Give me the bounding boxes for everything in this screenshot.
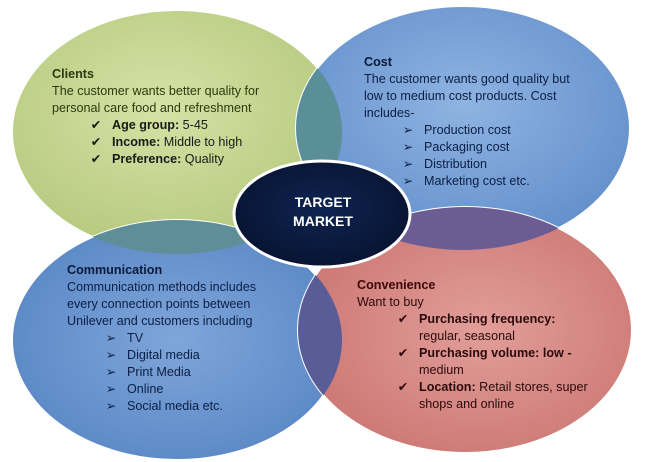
check-icon: ✔ <box>90 118 102 132</box>
center-line-2: MARKET <box>293 213 353 229</box>
communication-title: Communication <box>67 263 163 277</box>
clients-desc-line-1: The customer wants better quality for <box>52 84 260 98</box>
check-icon: ✔ <box>397 346 409 360</box>
arrow-bullet-icon: ➢ <box>402 174 414 188</box>
list-item: ✔Purchasing frequency:regular, seasonal <box>395 311 595 345</box>
cost-desc-line-2: low to medium cost products. Cost <box>364 89 557 103</box>
cost-desc-line-3: includes- <box>364 106 415 120</box>
arrow-bullet-icon: ➢ <box>402 157 414 171</box>
list-item: ➢Packaging cost <box>400 139 570 156</box>
convenience-block: Convenience Want to buy ✔Purchasing freq… <box>357 277 595 413</box>
cost-block: Cost The customer wants good quality but… <box>364 54 570 190</box>
clients-block: Clients The customer wants better qualit… <box>52 66 259 168</box>
convenience-list: ✔Purchasing frequency:regular, seasonal … <box>395 311 595 413</box>
arrow-bullet-icon: ➢ <box>402 140 414 154</box>
clients-title: Clients <box>52 67 94 81</box>
check-icon: ✔ <box>397 312 409 326</box>
arrow-bullet-icon: ➢ <box>402 123 414 137</box>
convenience-title: Convenience <box>357 278 436 292</box>
communication-desc-line-1: Communication methods includes <box>67 280 256 294</box>
communication-block: Communication Communication methods incl… <box>67 262 256 415</box>
list-item: ➢Distribution <box>400 156 570 173</box>
arrow-bullet-icon: ➢ <box>105 382 117 396</box>
list-item: ➢Print Media <box>103 364 256 381</box>
convenience-desc-line-1: Want to buy <box>357 295 424 309</box>
arrow-bullet-icon: ➢ <box>105 348 117 362</box>
list-item: ✔Income: Middle to high <box>88 134 259 151</box>
list-item: ➢Online <box>103 381 256 398</box>
list-item: ✔Preference: Quality <box>88 151 259 168</box>
list-item: ✔Age group: 5-45 <box>88 117 259 134</box>
arrow-bullet-icon: ➢ <box>105 365 117 379</box>
list-item: ➢Digital media <box>103 347 256 364</box>
arrow-bullet-icon: ➢ <box>105 399 117 413</box>
cost-list: ➢Production cost ➢Packaging cost ➢Distri… <box>400 122 570 190</box>
cost-desc-line-1: The customer wants good quality but <box>364 72 570 86</box>
clients-list: ✔Age group: 5-45 ✔Income: Middle to high… <box>88 117 259 168</box>
target-market-center <box>232 159 412 269</box>
check-icon: ✔ <box>90 135 102 149</box>
list-item: ➢TV <box>103 330 256 347</box>
cost-title: Cost <box>364 55 392 69</box>
target-market-label: TARGET MARKET <box>243 193 403 231</box>
center-line-1: TARGET <box>294 194 352 210</box>
communication-desc-line-3: Unilever and customers including <box>67 314 253 328</box>
communication-list: ➢TV ➢Digital media ➢Print Media ➢Online … <box>103 330 256 415</box>
list-item: ➢Production cost <box>400 122 570 139</box>
check-icon: ✔ <box>90 152 102 166</box>
arrow-bullet-icon: ➢ <box>105 331 117 345</box>
clients-desc-line-2: personal care food and refreshment <box>52 101 252 115</box>
list-item: ➢Social media etc. <box>103 398 256 415</box>
list-item: ➢Marketing cost etc. <box>400 173 570 190</box>
check-icon: ✔ <box>397 380 409 394</box>
communication-desc-line-2: every connection points between <box>67 297 251 311</box>
list-item: ✔Purchasing volume: low -medium <box>395 345 595 379</box>
